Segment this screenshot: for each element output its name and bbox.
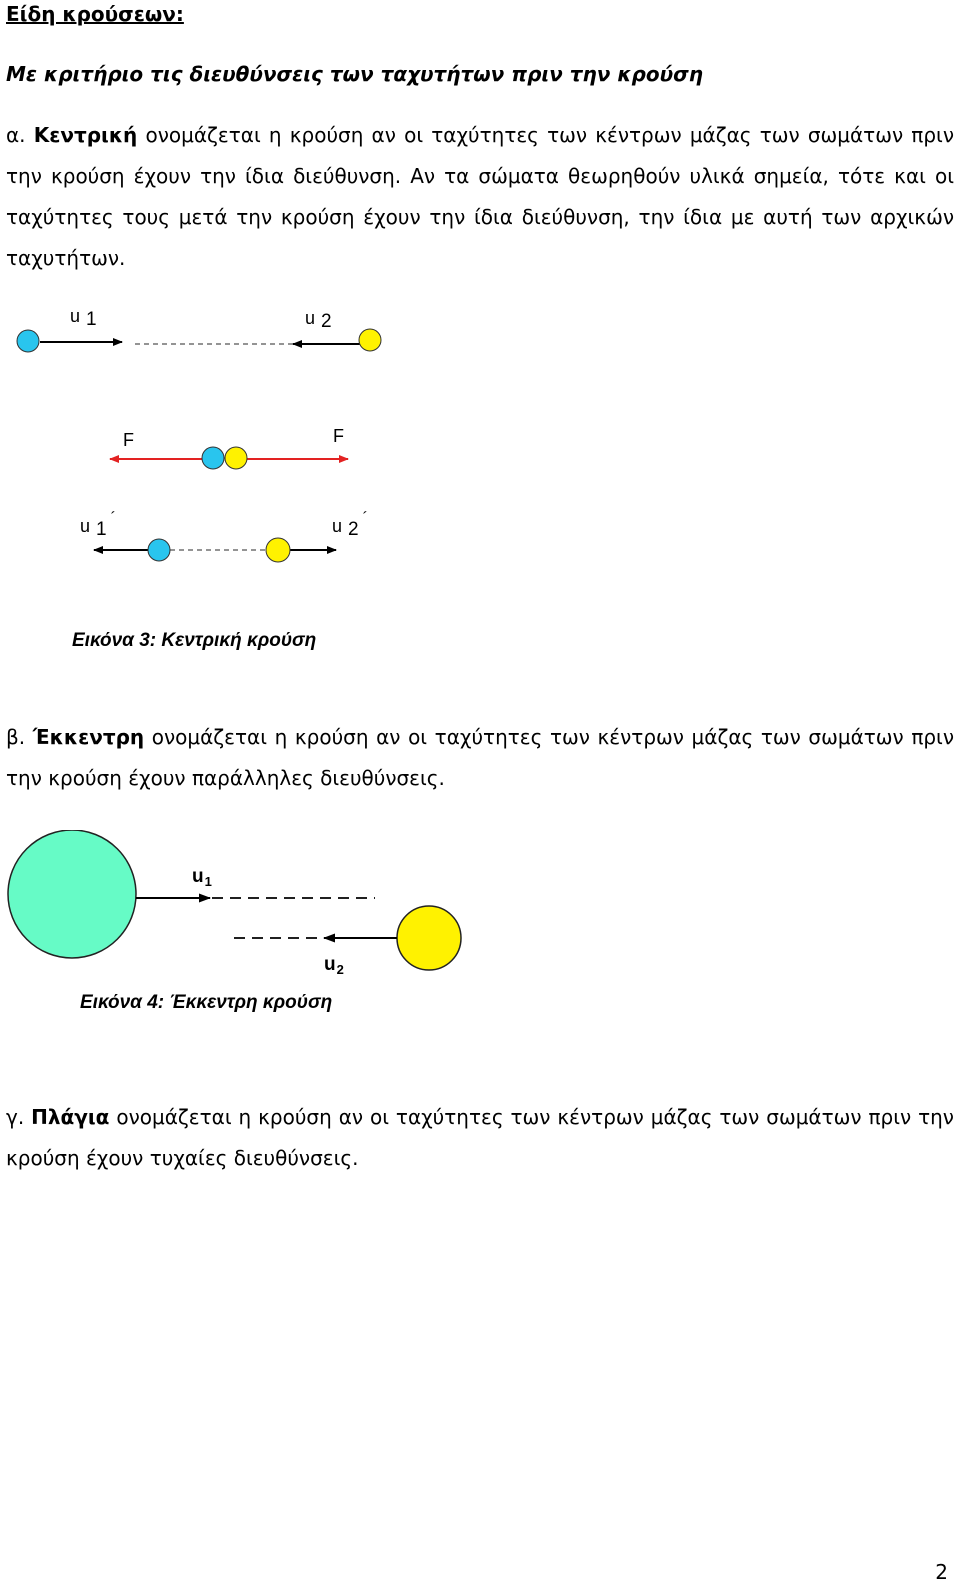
figure-eccentric-collision: u1 u2 [7,830,462,977]
ball-1-after [147,538,171,562]
ball-2-contact [224,446,248,470]
force-label-left: F [123,430,134,450]
paragraph-text: ονομάζεται η κρούση αν οι ταχύτητες των … [6,1105,954,1170]
velocity-label-u1: u1 [192,866,212,889]
ball-1 [16,329,40,353]
item-marker: α. [6,123,34,147]
big-ball [7,830,137,959]
velocity-label-u2: u2 [324,954,344,977]
paragraph-text: ονομάζεται η κρούση αν οι ταχύτητες των … [6,123,954,270]
item-marker: γ. [6,1105,32,1129]
figure-3-caption: Εικόνα 3: Κεντρική κρούση [72,630,317,651]
page-number: 2 [935,1560,948,1584]
section-heading: Είδη κρούσεων: [6,2,184,26]
force-label-right: F [333,426,344,446]
item-marker: β. [6,725,33,749]
term-eccentric: Έκκεντρη [32,725,145,749]
paragraph-central-collision: α. Κεντρική ονομάζεται η κρούση αν οι τα… [6,115,954,279]
paragraph-eccentric-collision: β. Έκκεντρη ονομάζεται η κρούση αν οι τα… [6,717,954,799]
ball-2 [358,328,382,352]
small-ball [396,905,462,971]
ball-2-after [265,537,291,563]
term-oblique: Πλάγια [31,1105,110,1129]
paragraph-text: ονομάζεται η κρούση αν οι ταχύτητες των … [6,725,954,790]
term-central: Κεντρική [33,123,138,147]
figure-4-caption: Εικόνα 4: Έκκεντρη κρούση [80,992,333,1013]
criterion-subheading: Με κριτήριο τις διευθύνσεις των ταχυτήτω… [6,62,703,86]
paragraph-oblique-collision: γ. Πλάγια ονομάζεται η κρούση αν οι ταχύ… [6,1097,954,1179]
ball-1-contact [201,446,225,470]
